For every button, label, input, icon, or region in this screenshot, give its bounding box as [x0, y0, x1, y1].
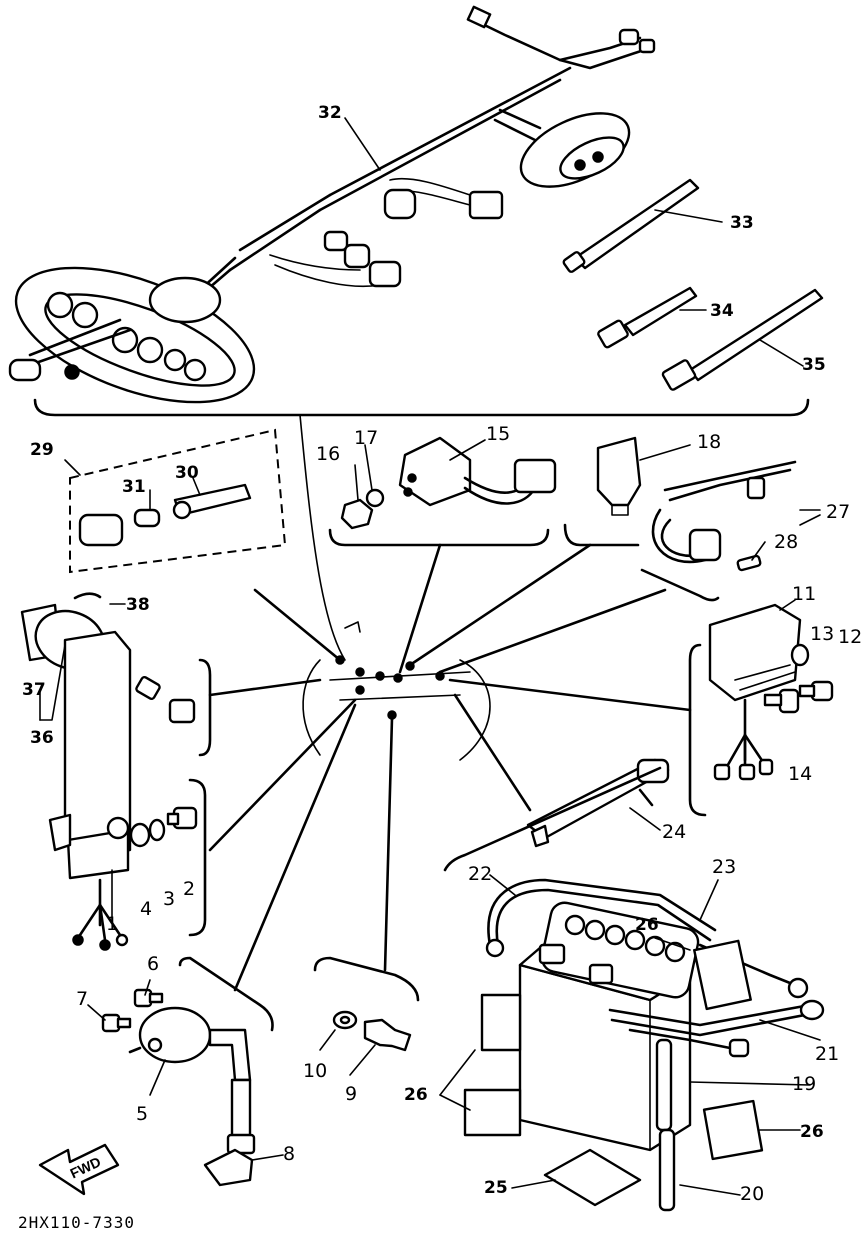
callout-31: 31: [122, 477, 146, 497]
bolt-2[interactable]: [166, 806, 198, 830]
switch-9[interactable]: [363, 1018, 412, 1052]
starter-relay-15[interactable]: [398, 436, 557, 507]
relay-bracket: [328, 528, 550, 547]
battery-pad-26d[interactable]: [702, 1099, 764, 1161]
callout-30: 30: [175, 463, 199, 483]
callout-23: 23: [712, 856, 736, 878]
breather-hose-20[interactable]: [655, 1038, 676, 1212]
callout-5: 5: [136, 1103, 148, 1125]
cdi-unit-1[interactable]: [48, 630, 132, 951]
callout-leaders: [39, 117, 821, 1196]
callout-35: 35: [802, 355, 826, 375]
callout-7: 7: [76, 988, 88, 1010]
callout-20: 20: [740, 1183, 764, 1205]
screw-6[interactable]: [133, 988, 164, 1008]
washer-4[interactable]: [129, 822, 151, 848]
callout-13: 13: [810, 623, 834, 645]
callout-29: 29: [30, 440, 54, 460]
fuse-cover-bracket: [563, 523, 640, 547]
leader-lines: [208, 414, 692, 992]
callout-2: 2: [183, 878, 195, 900]
callout-9: 9: [345, 1083, 357, 1105]
spark-plug-cap-8[interactable]: [203, 1028, 256, 1187]
battery-lead-23[interactable]: [608, 999, 825, 1037]
callout-15: 15: [486, 423, 510, 445]
callout-36: 36: [30, 728, 54, 748]
callout-25: 25: [484, 1178, 508, 1198]
callout-37: 37: [22, 680, 46, 700]
callout-33: 33: [730, 213, 754, 233]
coil-bracket: [178, 956, 274, 1032]
fuse-28[interactable]: [736, 554, 762, 572]
callout-3: 3: [163, 888, 175, 910]
sensor-bracket: [198, 658, 212, 757]
bolt-12[interactable]: [798, 680, 834, 702]
wire-harness-32[interactable]: [0, 5, 656, 430]
fuse-holder-27[interactable]: [651, 460, 797, 564]
callout-26-left: 26: [404, 1085, 428, 1105]
fuse-cover-18[interactable]: [596, 436, 642, 516]
harness-bracket: [33, 398, 810, 417]
callout-12: 12: [838, 626, 862, 648]
callout-10: 10: [303, 1060, 327, 1082]
screw-7[interactable]: [101, 1013, 132, 1033]
callout-28: 28: [774, 531, 798, 553]
callout-27: 27: [826, 501, 850, 523]
cable-tie-35[interactable]: [661, 288, 824, 391]
battery-pad-25[interactable]: [543, 1148, 642, 1207]
battery-pad-26b[interactable]: [480, 993, 522, 1052]
callout-8: 8: [283, 1143, 295, 1165]
nut-16[interactable]: [340, 498, 374, 530]
bulb-31: [133, 508, 161, 528]
bolt-14[interactable]: [763, 688, 800, 714]
callout-16: 16: [316, 443, 340, 465]
rectifier-regulator-11[interactable]: [708, 603, 802, 781]
washer-10[interactable]: [332, 1010, 358, 1030]
battery-19[interactable]: [518, 900, 701, 1152]
regulator-bracket: [688, 643, 707, 817]
battery-pad-26c[interactable]: [463, 1088, 522, 1137]
frame-center: [302, 621, 491, 761]
callout-18: 18: [697, 431, 721, 453]
callout-24: 24: [662, 821, 686, 843]
forward-arrow: FWD: [38, 1143, 120, 1196]
callout-14: 14: [788, 763, 812, 785]
cdi-bracket: [188, 778, 207, 937]
callout-6: 6: [147, 953, 159, 975]
fuse-holder-bracket: [640, 568, 720, 602]
callout-4: 4: [140, 898, 152, 920]
o-ring-38[interactable]: [73, 592, 102, 600]
washer-17[interactable]: [365, 488, 385, 508]
callout-11: 11: [792, 583, 816, 605]
callout-19: 19: [792, 1073, 816, 1095]
callout-26-top: 26: [635, 915, 659, 935]
switch-bracket: [313, 956, 420, 1002]
battery-band-bracket: [443, 766, 662, 872]
callout-26-right: 26: [800, 1122, 824, 1142]
callout-32: 32: [318, 103, 342, 123]
cable-tie-34[interactable]: [597, 286, 698, 349]
battery-pad-26a[interactable]: [693, 939, 752, 1011]
ignition-coil-5[interactable]: [128, 1006, 212, 1064]
indicator-lamp-group-29[interactable]: [69, 428, 287, 574]
battery-lead-22[interactable]: [485, 878, 717, 958]
callout-labels: 32 33 34 35 29 31 30 16 17 15 18 27 28 1…: [22, 103, 862, 1205]
lamp-socket-cover: [78, 513, 124, 547]
callout-38: 38: [126, 595, 150, 615]
washer-3[interactable]: [148, 818, 166, 842]
drawing-code: 2HX110-7330: [18, 1213, 135, 1232]
callout-22: 22: [468, 863, 492, 885]
callout-17: 17: [354, 427, 378, 449]
callout-1: 1: [106, 913, 118, 935]
cable-tie-33[interactable]: [562, 178, 700, 273]
callout-21: 21: [815, 1043, 839, 1065]
washer-13[interactable]: [790, 643, 810, 667]
callout-34: 34: [710, 301, 734, 321]
